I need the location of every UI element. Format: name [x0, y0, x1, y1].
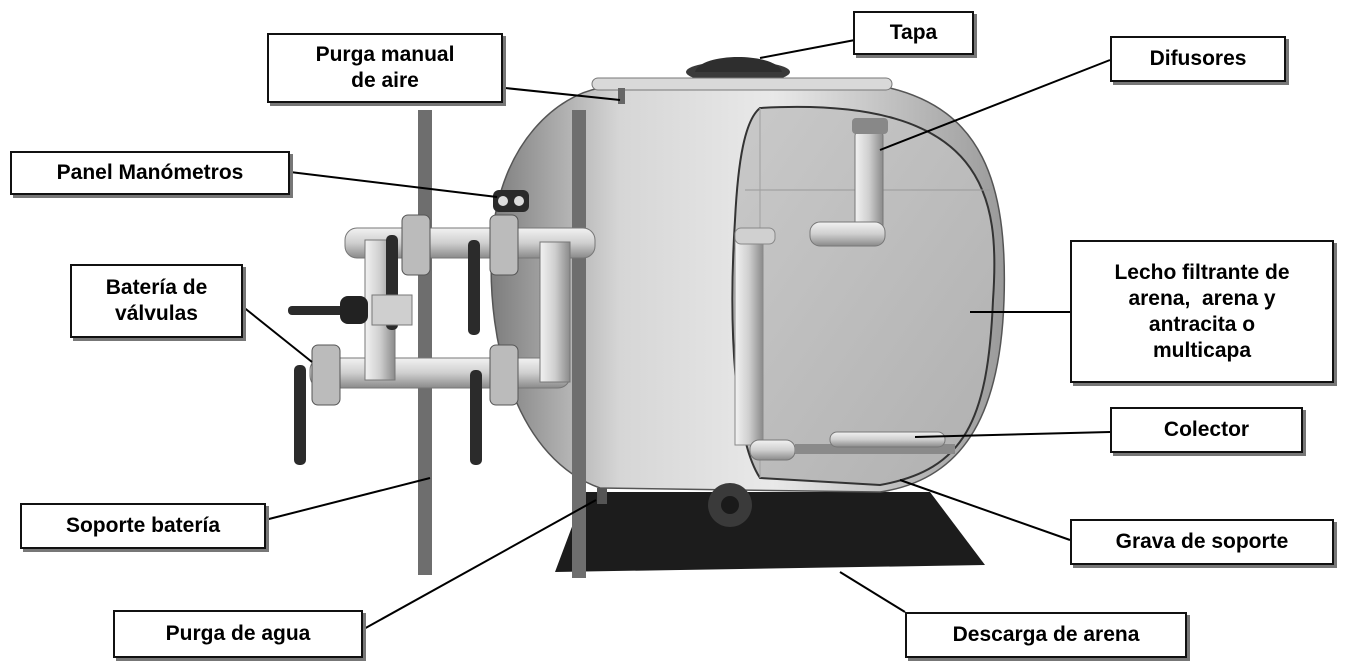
label-grava-soporte: Grava de soporte — [1070, 519, 1334, 565]
label-lecho-filtrante: Lecho filtrante de arena, arena y antrac… — [1070, 240, 1334, 383]
label-panel-manometros-text: Panel Manómetros — [56, 161, 244, 184]
air-purge-valve — [618, 88, 625, 104]
label-descarga-arena: Descarga de arena — [905, 612, 1187, 658]
water-purge-valve — [597, 488, 607, 504]
label-bateria-line1: Batería de — [105, 276, 208, 299]
pressure-gauge-panel — [493, 190, 529, 212]
label-soporte-bateria: Soporte batería — [20, 503, 266, 549]
valve-battery — [288, 214, 596, 465]
leader-lines — [241, 39, 1111, 631]
label-descarga-arena-text: Descarga de arena — [952, 623, 1140, 646]
label-difusores: Difusores — [1110, 36, 1286, 82]
tank-base — [555, 492, 985, 572]
label-purga-agua-text: Purga de agua — [165, 622, 311, 645]
support-column-right — [572, 110, 586, 578]
label-panel-manometros: Panel Manómetros — [10, 151, 290, 195]
label-colector-text: Colector — [1163, 418, 1250, 441]
collector-pipe — [749, 439, 796, 461]
label-soporte-bateria-text: Soporte batería — [65, 514, 221, 537]
label-lecho-line2: arena, arena y — [1128, 286, 1276, 310]
label-bateria-line2: válvulas — [115, 302, 198, 325]
label-lecho-line3: antracita o — [1148, 312, 1256, 336]
tank-cutaway — [731, 105, 996, 487]
label-purga-aire-line1: Purga manual — [315, 43, 455, 66]
label-grava-soporte-text: Grava de soporte — [1115, 530, 1289, 553]
label-lecho-line1: Lecho filtrante de — [1114, 260, 1290, 284]
label-lecho-line4: multicapa — [1152, 338, 1252, 362]
label-bateria-valvulas: Batería de válvulas — [70, 264, 243, 338]
label-purga-aire-line2: de aire — [351, 69, 419, 92]
label-difusores-text: Difusores — [1149, 47, 1247, 70]
label-purga-agua: Purga de agua — [113, 610, 363, 658]
label-tapa-text: Tapa — [889, 21, 938, 44]
support-column-left — [418, 110, 432, 575]
label-purga-manual-aire: Purga manual de aire — [267, 33, 503, 103]
label-tapa: Tapa — [853, 11, 974, 55]
label-colector: Colector — [1110, 407, 1303, 453]
